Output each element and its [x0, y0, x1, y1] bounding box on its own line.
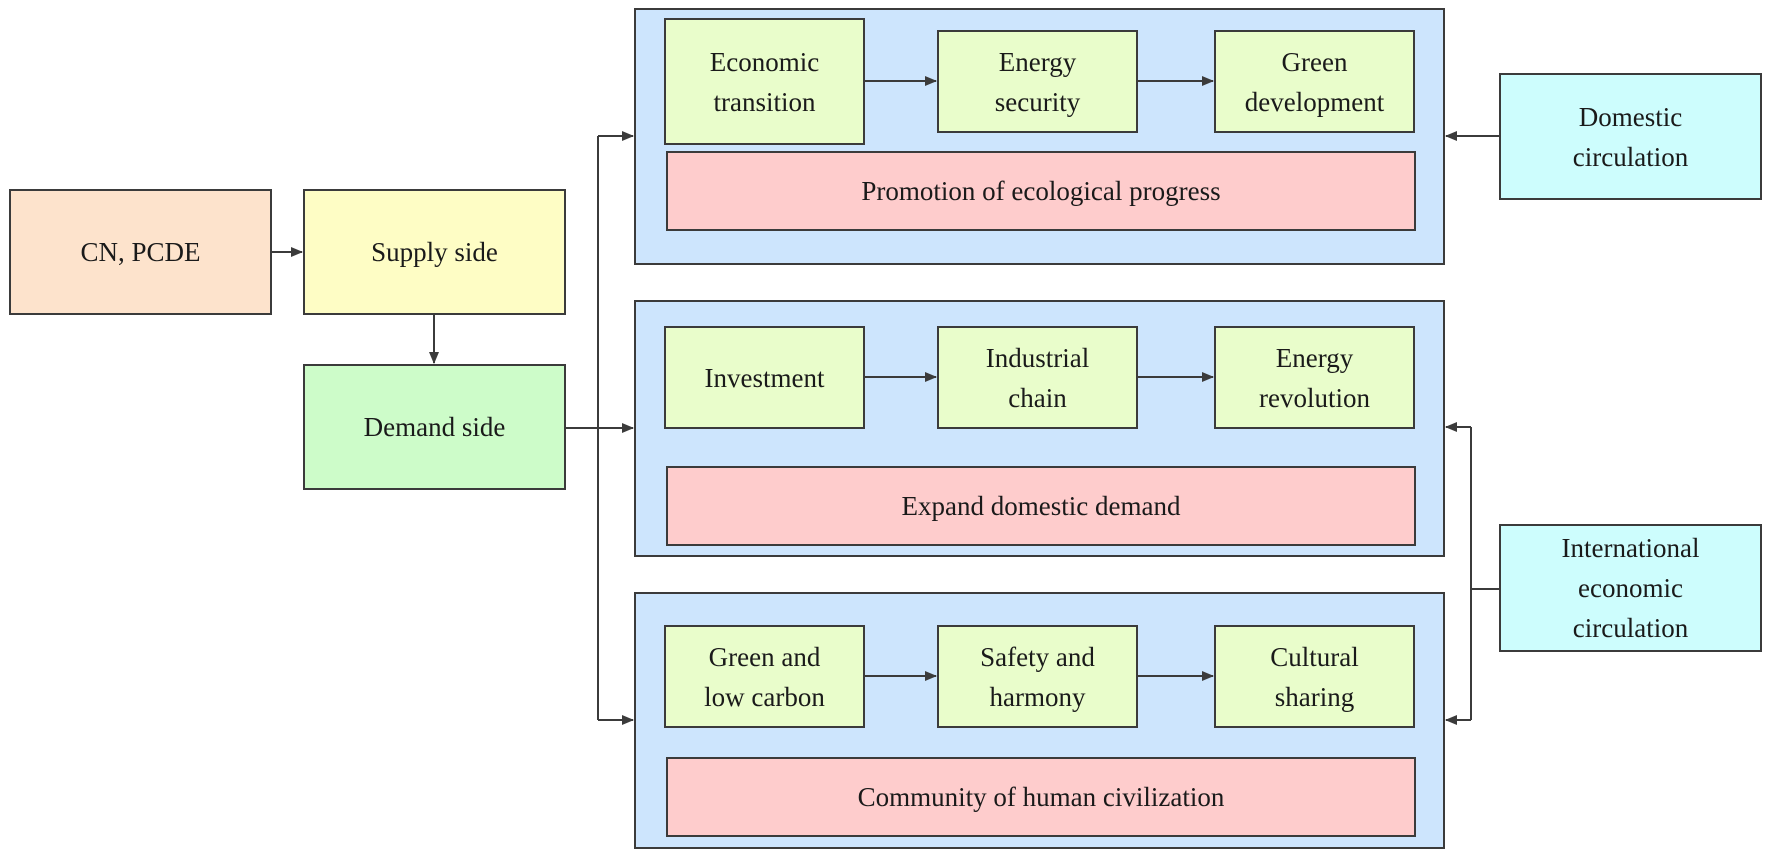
item-industrial-chain: Industrial chain [937, 326, 1138, 429]
banner-ecological-progress: Promotion of ecological progress [666, 151, 1416, 231]
banner-community-human-civilization: Community of human civilization [666, 757, 1416, 837]
item-cultural-sharing: Cultural sharing [1214, 625, 1415, 728]
domestic-circulation-box: Domestic circulation [1499, 73, 1762, 200]
international-circulation-box: International economic circulation [1499, 524, 1762, 652]
item-green-development: Green development [1214, 30, 1415, 133]
source-box: CN, PCDE [9, 189, 272, 315]
item-economic-transition: Economic transition [664, 18, 865, 145]
item-energy-revolution: Energy revolution [1214, 326, 1415, 429]
demand-side-box: Demand side [303, 364, 566, 490]
item-energy-security: Energy security [937, 30, 1138, 133]
banner-expand-domestic-demand: Expand domestic demand [666, 466, 1416, 546]
supply-side-box: Supply side [303, 189, 566, 315]
item-safety-harmony: Safety and harmony [937, 625, 1138, 728]
item-green-low-carbon: Green and low carbon [664, 625, 865, 728]
item-investment: Investment [664, 326, 865, 429]
